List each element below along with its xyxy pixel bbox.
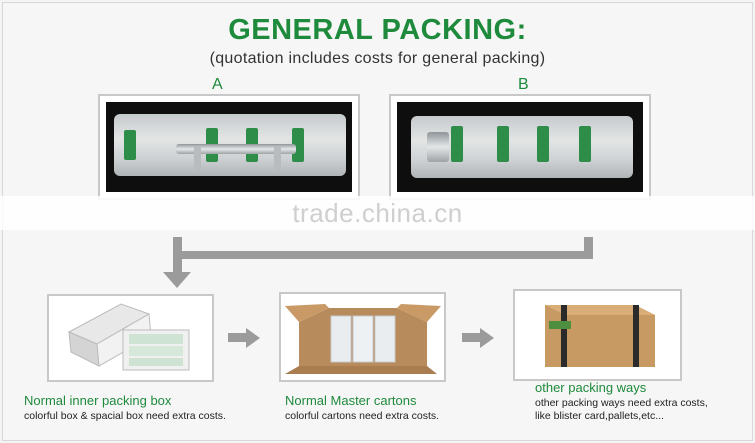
- option-b-label: B: [518, 76, 529, 93]
- watermark-text: trade.china.cn: [292, 198, 463, 228]
- watermark-band: [0, 196, 755, 230]
- master-carton-photo-frame: [279, 292, 446, 382]
- connector-line-a: [173, 237, 182, 273]
- option-b-photo-frame: [389, 94, 651, 200]
- step-1-description: colorful box & spacial box need extra co…: [24, 410, 226, 422]
- master-carton-photo: [285, 304, 441, 374]
- connector-line-b: [584, 237, 593, 259]
- label-stripe: [497, 126, 509, 162]
- right-arrow-icon: [246, 328, 260, 348]
- label-stripe: [451, 126, 463, 162]
- label-stripe: [124, 130, 136, 160]
- other-packing-photo: [545, 305, 655, 367]
- step-1-title: Normal inner packing box: [24, 393, 172, 408]
- step-3-description-line-1: other packing ways need extra costs,: [535, 397, 708, 409]
- page-title: GENERAL PACKING:: [228, 14, 527, 46]
- arrow-body: [462, 333, 480, 342]
- arrow-body: [228, 333, 246, 342]
- handle-leg: [274, 146, 281, 172]
- step-2-title: Normal Master cartons: [285, 393, 417, 408]
- option-a-photo-frame: [98, 94, 360, 200]
- inner-box-photo: [67, 303, 190, 371]
- option-a-label: A: [212, 76, 223, 93]
- handle-bar: [176, 144, 296, 154]
- label-stripe: [579, 126, 591, 162]
- connector-line-horizontal: [182, 251, 593, 259]
- handle-bag-photo: [106, 102, 352, 192]
- step-2-description: colorful cartons need extra costs.: [285, 410, 440, 422]
- other-packing-photo-frame: [513, 289, 682, 381]
- step-3-description-line-2: like blister card,pallets,etc...: [535, 410, 664, 422]
- handle-leg: [194, 146, 201, 172]
- label-stripe: [537, 126, 549, 162]
- right-arrow-icon: [480, 328, 494, 348]
- bar-bag-photo: [397, 102, 643, 192]
- inner-box-photo-frame: [47, 294, 214, 382]
- hardware-pieces: [427, 132, 449, 162]
- step-3-title: other packing ways: [535, 380, 647, 395]
- down-arrow-icon: [163, 272, 191, 288]
- label-stripe: [292, 128, 304, 162]
- page-subtitle: (quotation includes costs for general pa…: [209, 50, 546, 67]
